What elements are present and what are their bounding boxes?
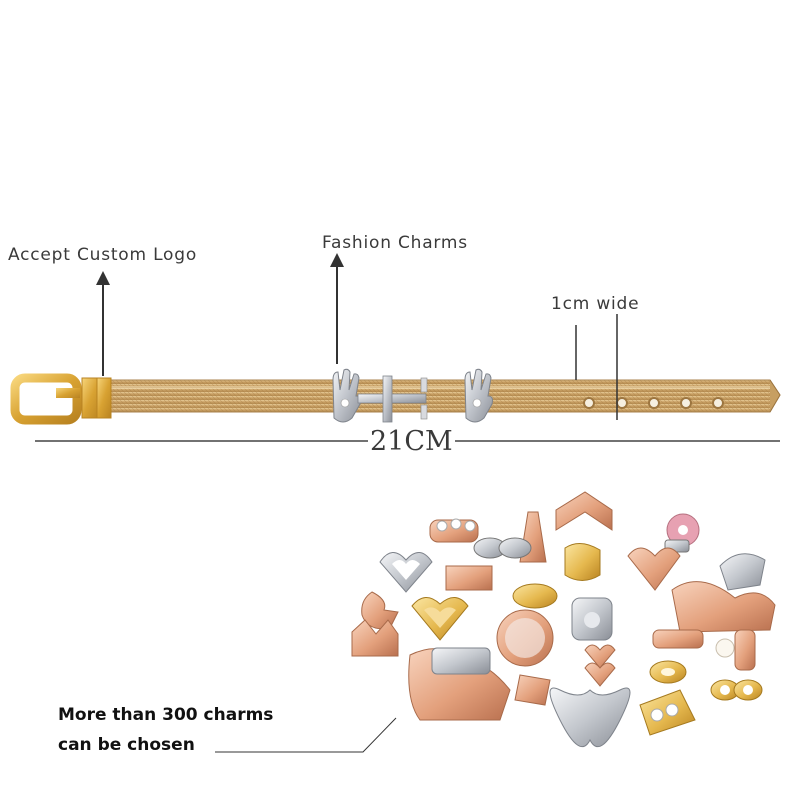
promo-text: More than 300 charms can be chosen — [58, 700, 273, 760]
band-holes — [583, 397, 724, 409]
promo-line-1: More than 300 charms — [58, 705, 274, 725]
charm-gold-lips — [512, 583, 558, 609]
cross-charm — [357, 375, 428, 423]
promo-leader-line — [215, 717, 397, 753]
custom-logo-label: Accept Custom Logo — [8, 245, 198, 265]
charm-letter-g — [361, 591, 399, 630]
charm-gold-infinity — [649, 660, 687, 684]
charm-ribbon — [514, 674, 551, 706]
charm-pave-bar — [431, 647, 491, 675]
charm-gold-cat — [564, 543, 601, 581]
charm-stacked-hearts — [584, 644, 616, 687]
charm-gold-stones — [639, 689, 696, 736]
charm-crown-left — [351, 619, 399, 657]
charm-dolphin — [719, 553, 766, 591]
charm-donut-pink — [664, 513, 700, 553]
charm-gold-heart — [411, 597, 469, 641]
length-label: 21CM — [368, 426, 455, 458]
charm-infinity-silver — [473, 537, 532, 559]
charm-pearl — [715, 629, 756, 671]
hamsa-charm-right — [464, 368, 493, 423]
charm-broken-heart — [627, 547, 681, 591]
charm-paw-silver — [571, 597, 613, 641]
promo-line-2: can be chosen — [58, 735, 195, 755]
fashion-charms-label: Fashion Charms — [322, 233, 468, 253]
buckle — [10, 373, 112, 425]
charm-faith-word — [671, 581, 776, 633]
charm-butterfly-gold — [710, 679, 763, 701]
charm-word-rose — [652, 629, 704, 649]
charm-mom-word — [445, 565, 493, 591]
hamsa-charm-left — [332, 368, 361, 423]
charm-pave-circle — [496, 609, 554, 667]
charm-angel-wings — [549, 687, 631, 748]
charm-chevron — [555, 491, 613, 531]
charm-crown-stones — [429, 518, 479, 543]
width-label: 1cm wide — [551, 294, 640, 314]
charm-silver-heart — [379, 552, 433, 593]
